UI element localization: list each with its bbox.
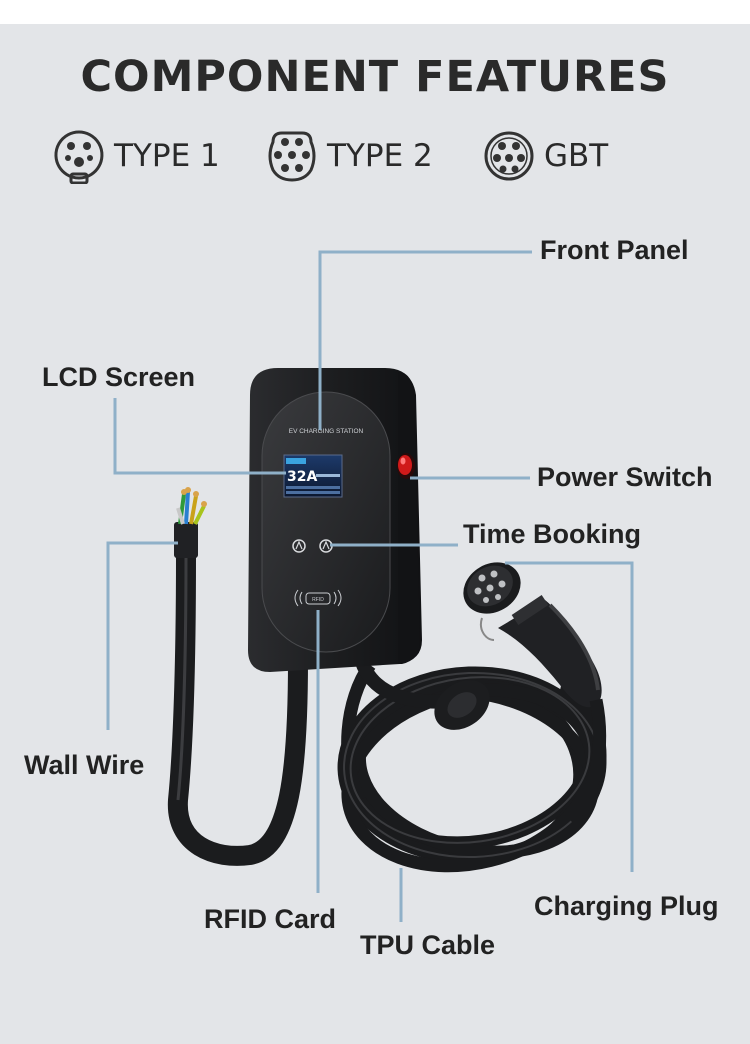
connector-type2: TYPE 2: [265, 128, 433, 184]
gbt-plug-icon: [484, 131, 534, 181]
leader-front-panel: [318, 250, 532, 430]
leader-wall-wire: [106, 541, 178, 730]
power-switch: [397, 453, 415, 479]
lcd-screen: 32A: [283, 454, 343, 498]
top-border: [0, 0, 750, 24]
rfid-card-label: RFID Card: [204, 904, 337, 934]
connector-label: TYPE 1: [114, 138, 220, 174]
tpu-cable-label: TPU Cable: [360, 930, 496, 960]
front-panel-label: Front Panel: [540, 235, 689, 265]
rfid-reader-icon: RFID: [294, 589, 342, 607]
lcd-screen-label: LCD Screen: [42, 362, 196, 392]
charger-body: EV CHARGING STATION 32A RFID: [248, 368, 422, 672]
station-text: EV CHARGING STATION: [289, 428, 364, 435]
leader-charging-plug: [505, 561, 634, 872]
current-reading: 32A: [287, 469, 317, 485]
connector-type1: TYPE 1: [52, 128, 220, 184]
charging-plug: [463, 562, 607, 825]
wall-wire-label: Wall Wire: [24, 750, 145, 780]
connector-label: TYPE 2: [327, 138, 433, 174]
callout-leader-lines: [106, 250, 634, 922]
connector-gbt: GBT: [482, 128, 608, 184]
svg-text:RFID: RFID: [312, 597, 324, 603]
plug-holster: [434, 680, 490, 730]
type1-plug-icon: [54, 130, 104, 184]
power-switch-label: Power Switch: [537, 462, 713, 492]
type2-plug-icon: [268, 131, 316, 182]
charging-plug-label: Charging Plug: [534, 891, 719, 921]
page-title: COMPONENT FEATURES: [80, 52, 670, 102]
leader-lcd-screen: [113, 398, 286, 475]
time-booking-label: Time Booking: [463, 519, 642, 549]
connector-label: GBT: [544, 138, 609, 174]
start-button-icon: [292, 539, 306, 553]
wall-wire: [167, 487, 308, 866]
